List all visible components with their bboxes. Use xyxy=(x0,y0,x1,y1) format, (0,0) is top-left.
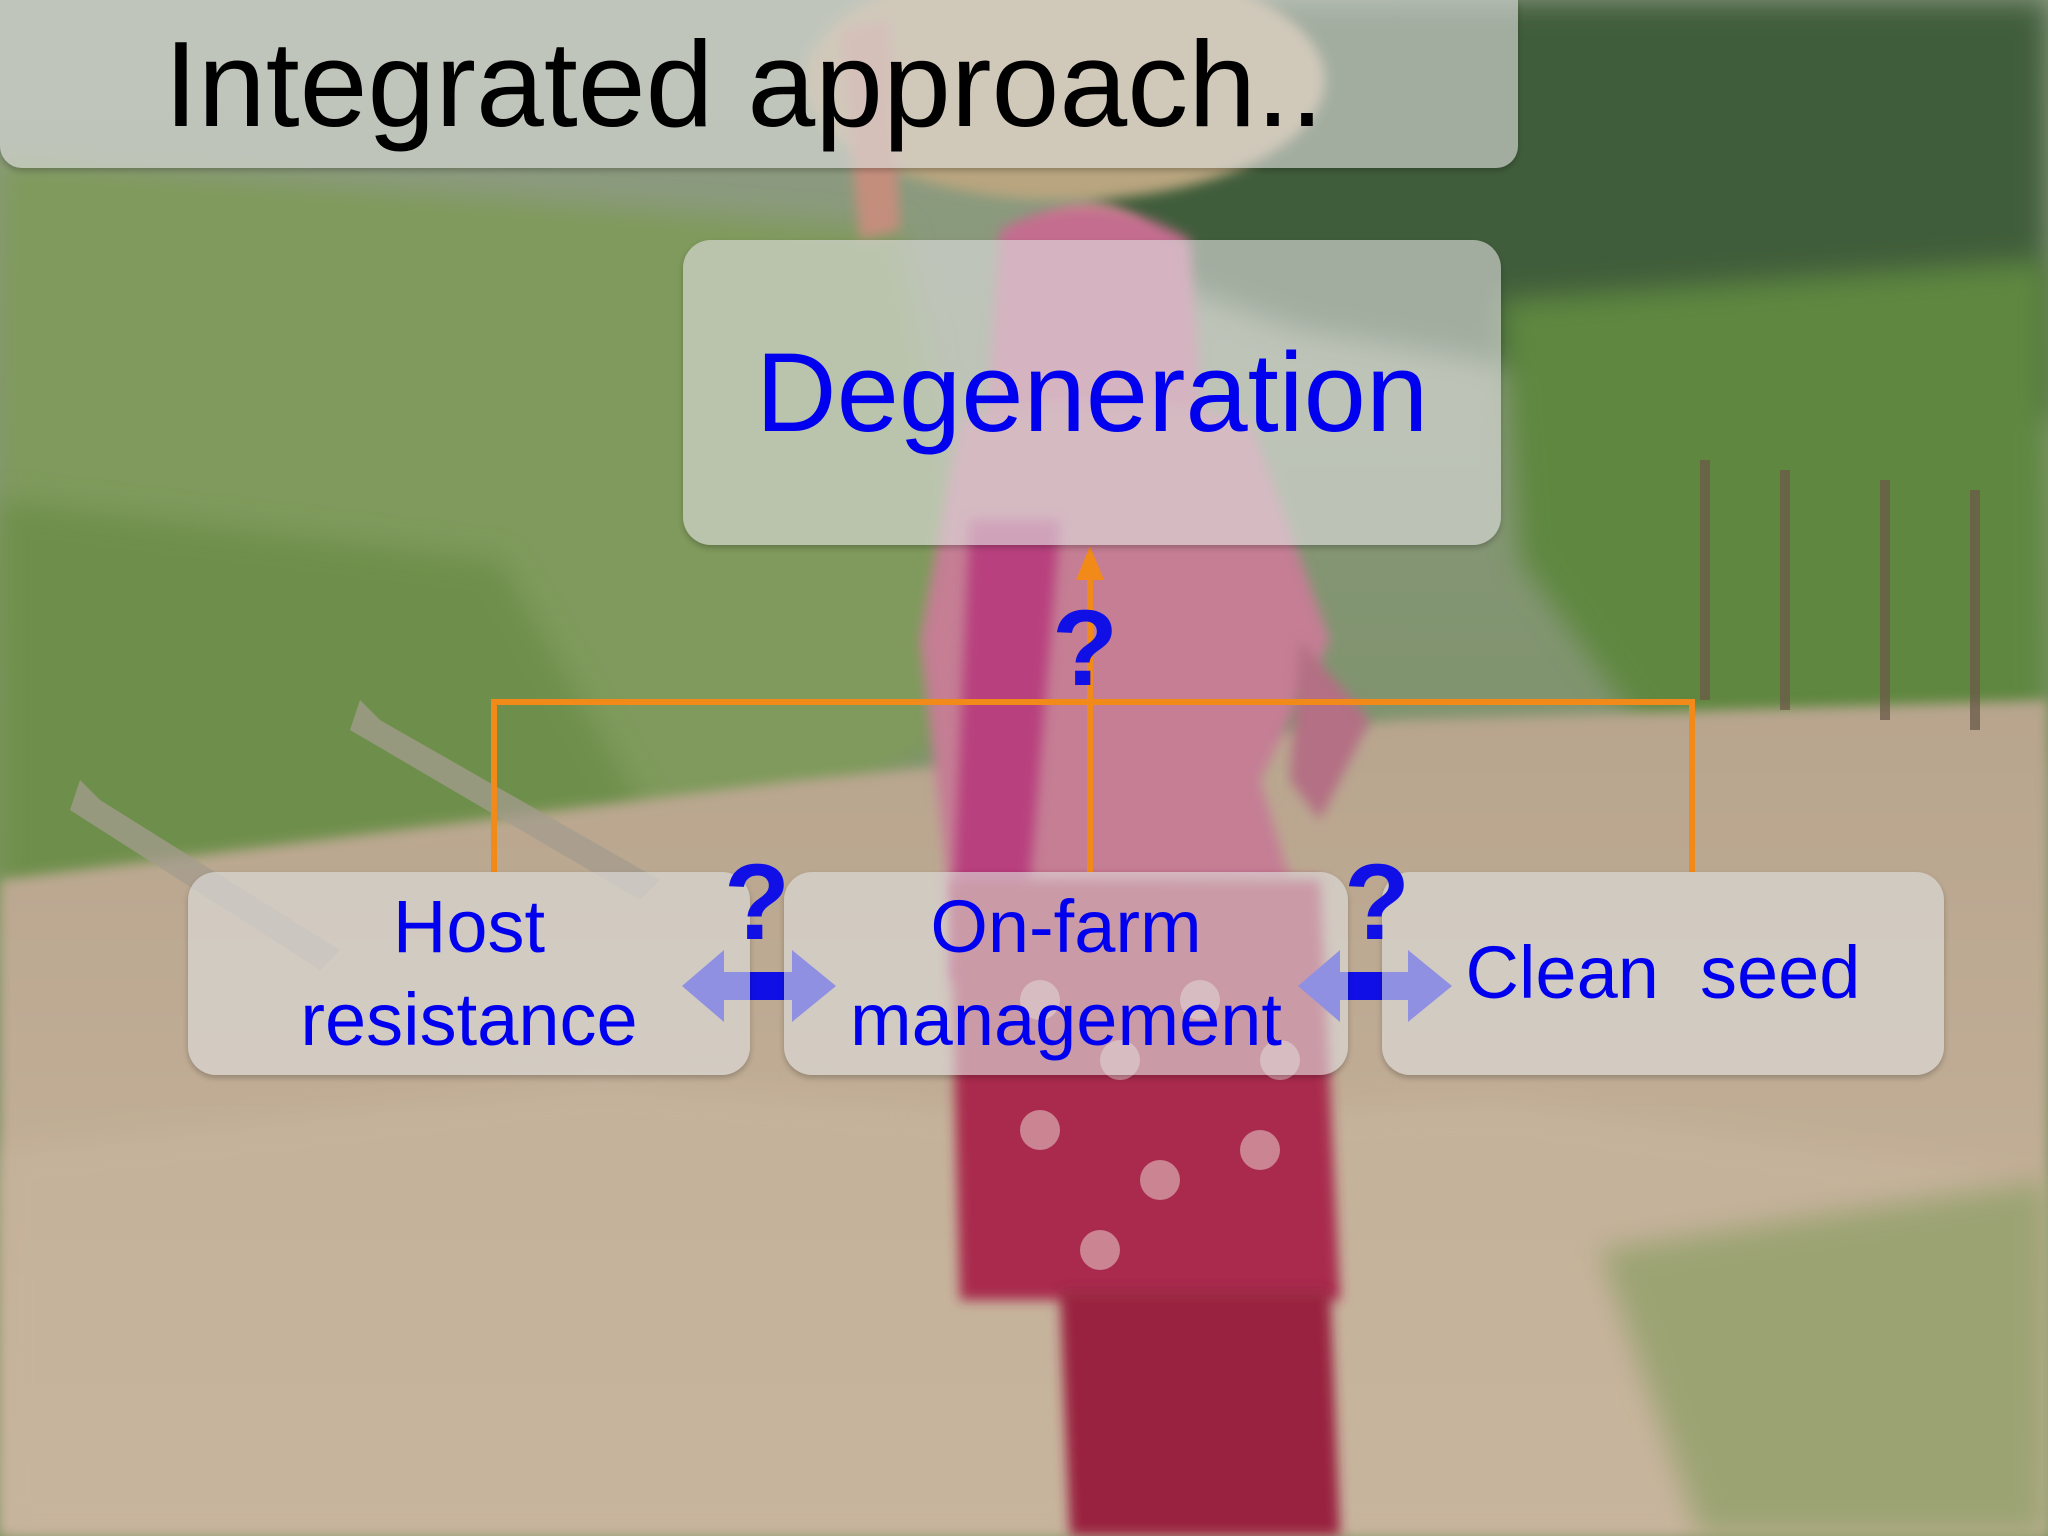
node-clean-seed-label: Clean seed xyxy=(1465,931,1861,1015)
node-host-resistance: Host resistance xyxy=(188,872,750,1075)
node-degeneration-label: Degeneration xyxy=(755,329,1429,455)
orange-connector-tree xyxy=(491,580,1695,872)
title-banner: Integrated approach.. xyxy=(0,0,1518,168)
node-label-line: management xyxy=(850,977,1282,1061)
page-title: Integrated approach.. xyxy=(164,16,1324,152)
node-label-line: Host xyxy=(392,885,546,968)
node-on-farm-management-label: On-farm management xyxy=(850,881,1282,1066)
node-on-farm-management: On-farm management xyxy=(784,872,1348,1075)
node-degeneration: Degeneration xyxy=(683,240,1501,545)
up-arrowhead xyxy=(1076,546,1104,580)
question-mark-top: ? xyxy=(1052,587,1118,708)
node-label-line: resistance xyxy=(300,977,638,1061)
node-clean-seed: Clean seed xyxy=(1382,872,1944,1075)
question-mark-right: ? xyxy=(1344,841,1410,962)
node-host-resistance-label: Host resistance xyxy=(300,881,637,1066)
node-label-line: On-farm xyxy=(930,885,1202,968)
question-mark-left: ? xyxy=(724,841,790,962)
